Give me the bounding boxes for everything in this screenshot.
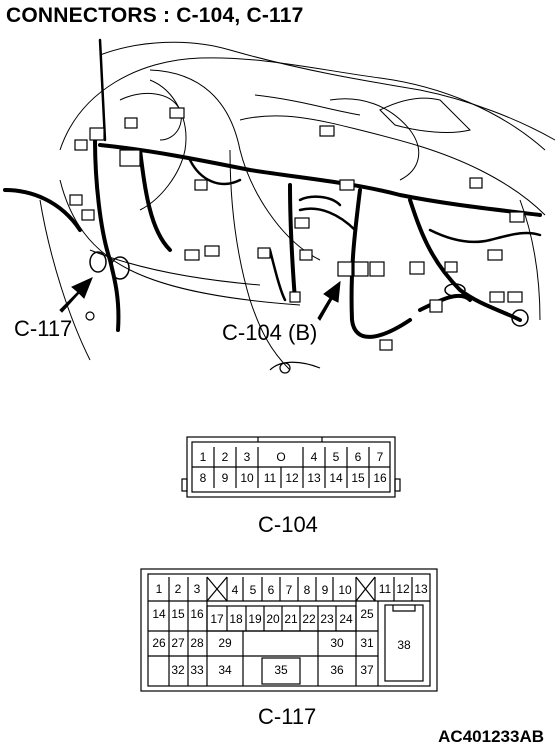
c104-pin: 1 <box>200 450 207 464</box>
c117-pin: 3 <box>194 582 201 596</box>
c104b-callout: C-104 (B) <box>222 320 318 345</box>
c117-pin: 6 <box>268 583 275 597</box>
c117-pin: 18 <box>229 612 243 626</box>
c104-pin: 4 <box>311 450 318 464</box>
c104-pin: 8 <box>200 471 207 485</box>
c117-pin: 21 <box>284 612 298 626</box>
c117-pin: 25 <box>360 607 374 621</box>
c117-pin: 2 <box>175 582 182 596</box>
diagram-title: CONNECTORS : C-104, C-117 <box>6 4 304 27</box>
c117-pin: 32 <box>171 663 185 677</box>
c104-pin: 11 <box>264 471 277 485</box>
c104-caption: C-104 <box>258 512 318 537</box>
c117-pin: 34 <box>218 663 232 677</box>
c117-pin: 9 <box>322 583 329 597</box>
c117-pin: 16 <box>190 607 204 621</box>
c104-key-slot: O <box>276 450 285 464</box>
c117-pin: 14 <box>152 607 166 621</box>
c117-pin: 17 <box>210 612 224 626</box>
c104b-arrow <box>317 280 341 321</box>
c104-pin: 10 <box>240 471 254 485</box>
c104-pin: 6 <box>355 450 362 464</box>
c117-caption: C-117 <box>258 704 317 729</box>
c117-pin: 8 <box>304 583 311 597</box>
c117-pin: 29 <box>218 636 232 650</box>
c117-pin: 23 <box>320 612 334 626</box>
dashboard-harness-illustration <box>3 38 556 374</box>
c104-pin: 3 <box>244 450 251 464</box>
c117-pin: 36 <box>330 663 344 677</box>
c117-pin: 26 <box>152 636 166 650</box>
c117-pin: 1 <box>156 582 163 596</box>
c117-pin: 19 <box>248 612 262 626</box>
c104-pin: 5 <box>333 450 340 464</box>
c117-pin: 37 <box>360 663 374 677</box>
c117-pin: 28 <box>190 636 204 650</box>
c117-pin: 11 <box>379 582 392 596</box>
c104-pin: 14 <box>329 471 343 485</box>
c117-pin: 27 <box>171 636 185 650</box>
c104-pin: 12 <box>285 471 299 485</box>
c104-pin: 7 <box>377 450 384 464</box>
c117-pin: 33 <box>190 663 204 677</box>
c104-pin: 2 <box>222 450 229 464</box>
c117-pin: 30 <box>330 636 344 650</box>
c117-callout: C-117 <box>14 316 73 341</box>
c117-pin: 22 <box>302 612 316 626</box>
c104-pin: 15 <box>351 471 365 485</box>
c117-pin: 7 <box>286 583 293 597</box>
c117-pin: 15 <box>171 607 185 621</box>
c117-pin: 24 <box>339 612 353 626</box>
c104-pin: 9 <box>222 471 229 485</box>
c117-pin: 20 <box>266 612 280 626</box>
c117-pin: 10 <box>338 583 352 597</box>
c117-pin: 13 <box>414 582 428 596</box>
c117-pin: 31 <box>360 636 374 650</box>
c117-pin: 38 <box>397 638 411 652</box>
c117-arrow <box>59 277 93 313</box>
c104-pin: 16 <box>373 471 387 485</box>
c117-pin: 12 <box>396 582 410 596</box>
reference-code: AC401233AB <box>438 727 544 746</box>
c117-pin: 4 <box>232 583 239 597</box>
c104-pin: 13 <box>307 471 321 485</box>
c117-pin: 35 <box>274 663 288 677</box>
c117-pin: 5 <box>250 583 257 597</box>
